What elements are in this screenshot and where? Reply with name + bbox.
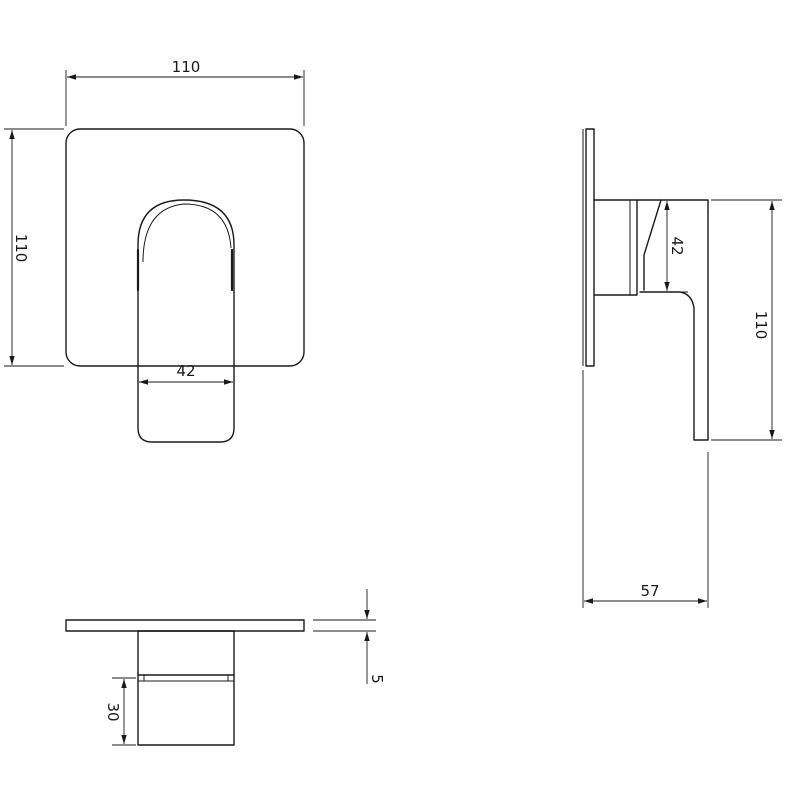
side-lever-top xyxy=(636,199,709,213)
front-lever-tip xyxy=(137,365,235,443)
top-lever xyxy=(137,674,235,746)
side-body xyxy=(593,199,638,296)
front-width-label: 110 xyxy=(172,58,201,76)
side-view: 42 110 57 xyxy=(582,128,782,608)
side-lever-slant xyxy=(643,199,662,291)
side-height-label: 110 xyxy=(752,311,770,340)
top-body xyxy=(137,630,235,676)
front-lever-width-label: 42 xyxy=(176,362,195,380)
front-height-label: 110 xyxy=(12,234,30,263)
side-cover-plate xyxy=(585,128,595,367)
top-body-depth-label: 30 xyxy=(104,702,122,721)
front-cover-plate xyxy=(65,128,305,367)
front-lever-outline xyxy=(137,199,235,367)
side-depth-label: 57 xyxy=(640,582,659,600)
top-plate-thickness-label: 5 xyxy=(368,674,386,684)
top-cover-plate xyxy=(65,619,305,632)
top-view: 5 30 xyxy=(65,589,386,746)
front-view: 110 110 42 xyxy=(4,58,305,443)
side-lever-height-label: 42 xyxy=(668,236,686,255)
front-lever-inner-curve xyxy=(142,203,232,263)
